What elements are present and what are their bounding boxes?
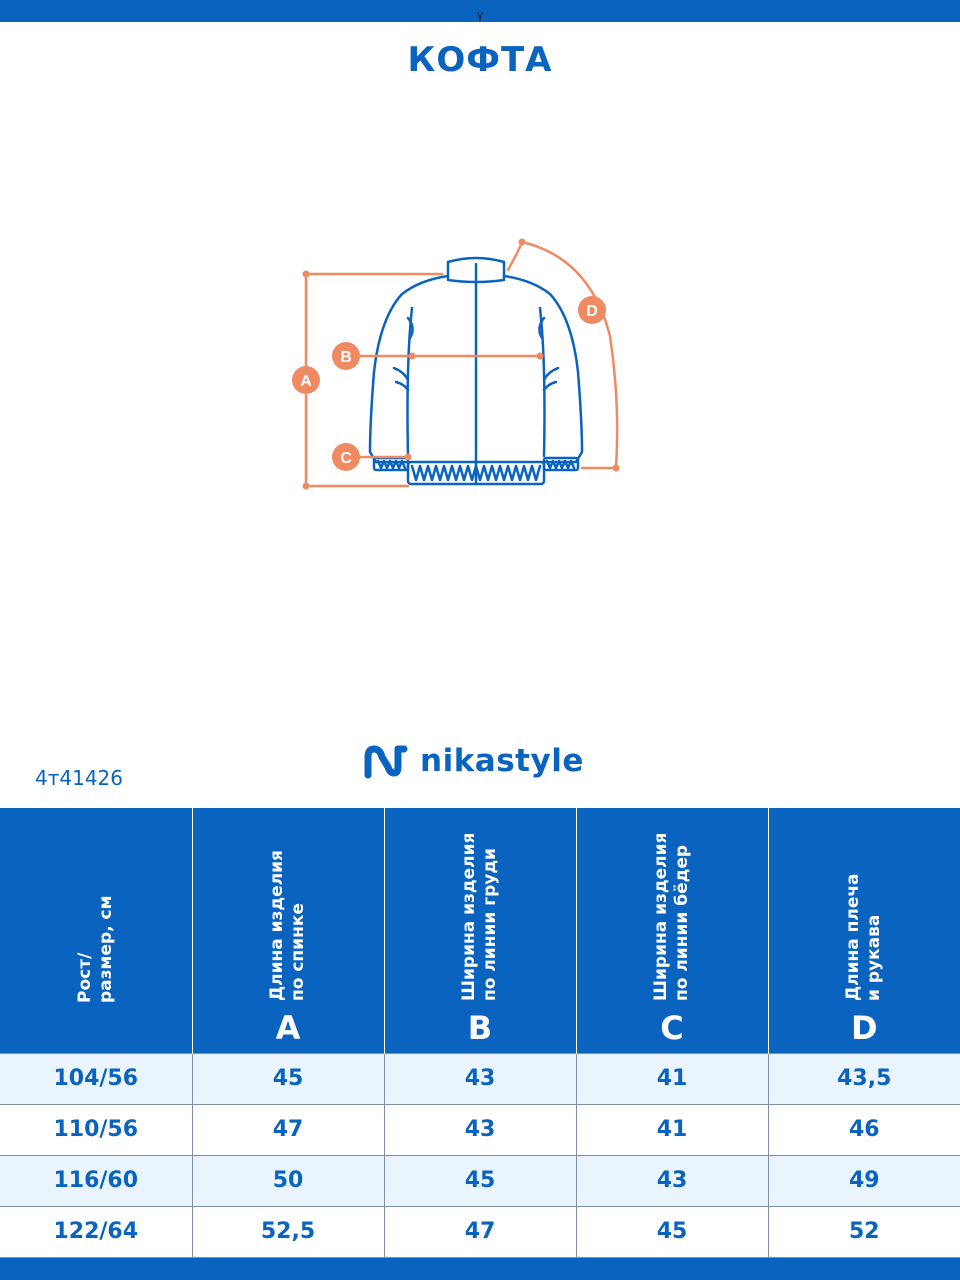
nikastyle-logo-icon <box>364 745 408 779</box>
value-cell: 52 <box>767 1205 960 1258</box>
column-d: Длина плеча и рукава D <box>767 808 960 1053</box>
top-mark: ٧ <box>476 9 484 25</box>
value-cell: 43 <box>575 1154 769 1207</box>
column-letter: C <box>660 1008 684 1047</box>
table-row: 116/60 50 45 43 49 <box>0 1154 960 1207</box>
size-cell: 104/56 <box>0 1052 193 1105</box>
size-table-header: Рост/ размер, см Длина изделия по спинке… <box>0 808 960 1053</box>
value-cell: 43 <box>383 1052 577 1105</box>
size-cell: 116/60 <box>0 1154 193 1207</box>
value-cell: 45 <box>575 1205 769 1258</box>
column-title: Рост/ размер, см <box>74 895 116 1003</box>
size-cell: 110/56 <box>0 1103 193 1156</box>
bottom-bar <box>0 1258 960 1280</box>
brand-logo: nikastyle <box>362 736 584 786</box>
value-cell: 45 <box>383 1154 577 1207</box>
measure-d-line <box>506 240 619 470</box>
column-title: Ширина изделия по линии бёдер <box>651 832 692 1001</box>
column-c: Ширина изделия по линии бёдер C <box>575 808 768 1053</box>
table-row: 104/56 45 43 41 43,5 <box>0 1052 960 1105</box>
value-cell: 49 <box>767 1154 960 1207</box>
size-table: Рост/ размер, см Длина изделия по спинке… <box>0 808 960 1258</box>
measurement-points <box>302 238 620 490</box>
value-cell: 47 <box>191 1103 385 1156</box>
value-cell: 43 <box>383 1103 577 1156</box>
value-cell: 43,5 <box>767 1052 960 1105</box>
table-row: 110/56 47 43 41 46 <box>0 1103 960 1156</box>
measure-a-label: A <box>300 373 312 390</box>
value-cell: 45 <box>191 1052 385 1105</box>
column-letter: A <box>275 1008 301 1047</box>
jacket-outline <box>368 256 584 486</box>
measure-b-badge: B <box>332 342 360 370</box>
column-b: Ширина изделия по линии груди B <box>383 808 576 1053</box>
measure-c-badge: C <box>332 443 360 471</box>
article-number: 4т41426 <box>35 766 123 790</box>
measure-b-label: B <box>340 349 352 366</box>
measure-d-label: D <box>586 303 598 320</box>
garment-measurement-diagram: A B C D <box>292 238 620 490</box>
value-cell: 41 <box>575 1103 769 1156</box>
column-title: Длина плеча и рукава <box>843 872 885 1001</box>
value-cell: 52,5 <box>191 1205 385 1258</box>
top-bar <box>0 0 960 22</box>
value-cell: 46 <box>767 1103 960 1156</box>
column-letter: B <box>467 1008 493 1047</box>
value-cell: 41 <box>575 1052 769 1105</box>
column-title: Длина изделия по спинке <box>267 849 308 1001</box>
column-height-size: Рост/ размер, см <box>0 808 192 1053</box>
column-letter: D <box>850 1008 878 1047</box>
value-cell: 47 <box>383 1205 577 1258</box>
measure-d-badge: D <box>578 296 606 324</box>
value-cell: 50 <box>191 1154 385 1207</box>
column-title: Ширина изделия по линии груди <box>459 832 500 1001</box>
size-cell: 122/64 <box>0 1205 193 1258</box>
page-title: КОФТА <box>407 40 553 80</box>
brand-name: nikastyle <box>420 743 584 779</box>
column-a: Длина изделия по спинке A <box>191 808 384 1053</box>
measure-a-badge: A <box>292 366 320 394</box>
table-row: 122/64 52,5 47 45 52 <box>0 1205 960 1258</box>
measure-c-label: C <box>340 450 352 467</box>
